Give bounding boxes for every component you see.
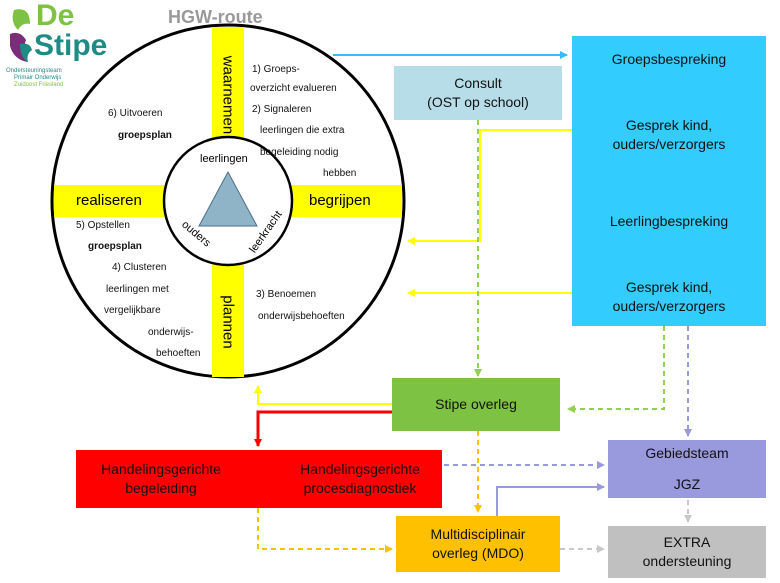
red-right1-text: Handelingsgerichte — [300, 461, 420, 477]
step-4c: vergelijkbare — [104, 305, 161, 316]
step-1a: 1) Groeps- — [252, 64, 300, 75]
red-left: Handelingsgerichte begeleiding — [78, 454, 244, 504]
band-right — [290, 185, 402, 217]
panel-item2a-text: Gesprek kind, — [625, 117, 713, 133]
gebiedsteam-line2: JGZ — [673, 476, 701, 492]
step-5b: groepsplan — [88, 241, 142, 252]
handelingsgericht-box — [76, 450, 442, 508]
extra-box: EXTRA ondersteuning — [608, 526, 766, 578]
panel-item1-text: Groepsbespreking — [611, 50, 727, 67]
step-4d: onderwijs- — [148, 327, 194, 338]
step-3a: 3) Benoemen — [256, 289, 317, 300]
panel-groepsbespreking: Groepsbespreking — [572, 48, 766, 70]
blue-panel — [572, 36, 766, 326]
step-2a: 2) Signaleren — [252, 104, 312, 115]
panel-item3-text: Leerlingbespreking — [609, 212, 729, 229]
logo-sub1: Ondersteuningsteam — [6, 68, 62, 74]
red-left1-text: Handelingsgerichte — [101, 461, 221, 477]
logo: De Stipe Ondersteuningsteam Primair Onde… — [0, 0, 130, 100]
step-2b: leerlingen die extra — [260, 125, 345, 136]
red-right: Handelingsgerichte procesdiagnostiek — [280, 454, 440, 504]
panel-item2b-text: ouders/verzorgers — [612, 136, 726, 152]
arrow-purple-mdo — [496, 483, 605, 516]
step-4a: 4) Clusteren — [112, 262, 167, 273]
triangle-icon — [198, 170, 258, 227]
logo-line1: De — [36, 0, 75, 32]
step-3b: onderwijsbehoeften — [258, 311, 345, 322]
arrow-yellow-begrijpen — [407, 129, 572, 245]
gebiedsteam-box: Gebiedsteam JGZ — [608, 440, 766, 498]
step-2c: begeleiding nodig — [260, 147, 339, 158]
phase-realiseren: realiseren — [76, 192, 142, 209]
logo-mark-icon — [10, 9, 32, 62]
step-4b: leerlingen met — [106, 284, 169, 295]
panel-leerlingbespreking: Leerlingbespreking — [572, 210, 766, 232]
panel-gesprek-1: Gesprek kind, ouders/verzorgers — [572, 114, 766, 156]
band-left — [54, 185, 166, 217]
step-6a: 6) Uitvoeren — [108, 108, 163, 119]
consult-line1: Consult — [454, 75, 502, 91]
mdo-box: Multidisciplinair overleg (MDO) — [396, 516, 560, 572]
red-right2-text: procesdiagnostiek — [303, 480, 417, 496]
step-4e: behoeften — [156, 348, 201, 359]
step-5a: 5) Opstellen — [76, 220, 130, 231]
step-2d: hebben — [323, 168, 357, 179]
step-6b: groepsplan — [118, 130, 172, 141]
gebiedsteam-line1: Gebiedsteam — [645, 445, 729, 461]
panel-gesprek-2: Gesprek kind, ouders/verzorgers — [572, 276, 766, 318]
stipe-overleg-box: Stipe overleg — [392, 378, 560, 431]
arrow-yellow-stipe-wheel — [254, 385, 392, 405]
extra-line2: ondersteuning — [642, 553, 732, 569]
phase-plannen: plannen — [219, 295, 237, 349]
consult-line2: (OST op school) — [427, 94, 529, 110]
mdo-line1: Multidisciplinair — [430, 526, 526, 542]
step-1b: overzicht evalueren — [250, 83, 337, 94]
logo-line2: Stipe — [34, 29, 108, 62]
consult-box: Consult (OST op school) — [394, 66, 562, 120]
extra-line1: EXTRA — [663, 534, 711, 550]
red-left2-text: begeleiding — [125, 480, 197, 496]
arrow-red-stipe — [254, 410, 392, 447]
panel-item4a-text: Gesprek kind, — [625, 279, 713, 295]
mdo-line2: overleg (MDO) — [432, 545, 524, 561]
panel-item4b-text: ouders/verzorgers — [612, 298, 726, 314]
stipe-overleg-text: Stipe overleg — [435, 396, 517, 412]
phase-waarnemen: waarnemen — [219, 55, 237, 135]
page-title: HGW-route — [168, 7, 263, 27]
arrow-orange-red-mdo — [254, 501, 393, 553]
phase-begrijpen: begrijpen — [309, 192, 371, 209]
logo-sub2: Primair Onderwijs — [14, 75, 62, 81]
logo-sub3: Zuidoost Friesland — [14, 82, 64, 88]
triangle-label-top: leerlingen — [200, 153, 248, 165]
arrow-green-panel — [567, 326, 665, 413]
